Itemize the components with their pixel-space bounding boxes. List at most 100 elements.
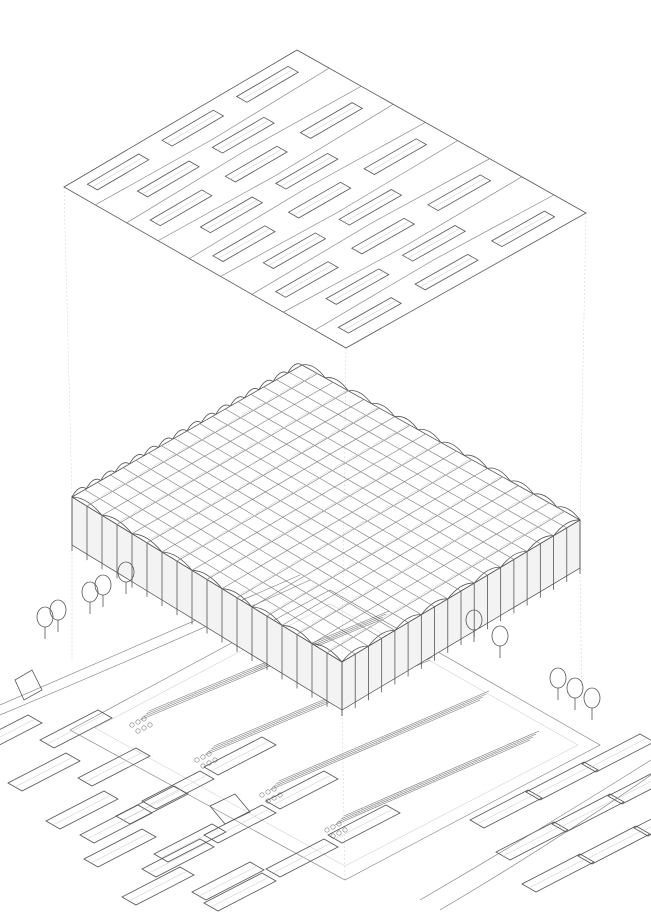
table-icon: [324, 827, 330, 833]
roof-arch: [440, 441, 465, 456]
road-edge: [0, 579, 311, 716]
roof-arch: [421, 598, 448, 615]
internal-vault: [397, 530, 412, 539]
roof-arch: [191, 569, 223, 589]
internal-vault: [176, 553, 190, 562]
internal-vault: [401, 564, 416, 573]
skylight-ridge: [205, 199, 258, 231]
roof-arch: [100, 470, 116, 481]
table-icon: [265, 789, 271, 795]
house-roof: [607, 773, 651, 805]
house-roof-ridge: [148, 842, 208, 874]
stall-divider: [432, 773, 442, 783]
internal-vault: [332, 569, 346, 578]
internal-vault: [340, 422, 354, 431]
internal-vault: [358, 447, 372, 456]
skylight-ridge: [217, 119, 270, 151]
house-roof: [77, 747, 151, 787]
house-roof-ridge: [272, 774, 332, 806]
skylight-ridge: [217, 228, 271, 259]
skylight-ridge: [268, 235, 321, 266]
internal-vault: [304, 373, 318, 382]
skylight-ridge: [407, 228, 461, 259]
internal-vault: [237, 482, 251, 491]
house-roof-ridge: [502, 825, 562, 857]
structure-grid-line: [289, 372, 567, 529]
stall-divider: [227, 736, 237, 746]
roof-arch: [348, 390, 372, 404]
table-icon: [141, 716, 147, 722]
internal-vault: [163, 454, 177, 463]
table-icon: [259, 792, 265, 798]
house-roof: [525, 761, 599, 801]
house-roof: [551, 793, 625, 833]
stall-divider: [294, 707, 305, 718]
internal-vault: [445, 574, 459, 583]
roof-arch: [215, 404, 231, 415]
internal-vault: [428, 548, 442, 557]
internal-vault: [379, 613, 393, 622]
road-edge: [419, 759, 651, 901]
skylight-ridge: [241, 69, 294, 100]
internal-vault: [353, 415, 367, 424]
internal-vault: [471, 558, 486, 567]
internal-vault: [301, 445, 315, 454]
stall-divider: [458, 699, 469, 710]
skylight-ridge: [280, 156, 333, 187]
internal-vault: [258, 541, 273, 550]
internal-vault: [254, 508, 268, 517]
stall-divider: [331, 630, 342, 641]
skylight-ridge: [305, 105, 358, 136]
internal-vault: [315, 543, 329, 552]
stall-divider: [249, 726, 260, 737]
house-roof: [521, 853, 595, 893]
house-roof-ridge: [558, 797, 618, 829]
house-roof: [141, 770, 215, 810]
internal-vault: [302, 551, 316, 560]
stall-divider: [451, 764, 462, 775]
roof-arch: [287, 363, 303, 374]
internal-vault: [267, 500, 281, 509]
roof-skylight: [287, 181, 352, 219]
stall-divider: [412, 781, 423, 792]
roof-skylight: [427, 174, 492, 212]
stall-divider: [332, 753, 343, 764]
internal-vault: [414, 449, 429, 458]
table-icon: [129, 722, 135, 728]
roof-arch: [325, 377, 349, 392]
stall-divider: [334, 815, 345, 826]
roof-arch: [533, 493, 558, 508]
projection-line: [63, 186, 73, 498]
stall-divider: [290, 771, 301, 782]
skylight-ridge: [166, 112, 219, 144]
roof-arch: [172, 429, 188, 440]
internal-vault: [293, 485, 307, 494]
internal-vault: [275, 460, 289, 469]
internal-vault: [358, 554, 372, 563]
skylight-ridge: [432, 177, 486, 208]
internal-vault: [291, 380, 305, 389]
roof-fold-line: [220, 140, 458, 277]
house-roof: [153, 823, 227, 863]
internal-vault: [189, 439, 203, 448]
house-roof: [115, 785, 189, 825]
stall-divider: [187, 690, 198, 701]
internal-vault: [332, 462, 346, 471]
house-roof: [469, 789, 543, 829]
internal-vault: [241, 515, 255, 524]
internal-vault: [258, 435, 272, 443]
internal-vault: [253, 402, 267, 411]
structure-grid-line: [311, 502, 550, 644]
internal-vault: [99, 491, 113, 499]
internal-vault: [401, 457, 416, 466]
internal-vault: [206, 464, 220, 473]
internal-vault: [232, 556, 247, 565]
internal-vault: [278, 388, 292, 396]
internal-vault: [288, 452, 302, 461]
internal-vault: [296, 412, 310, 421]
internal-vault: [507, 501, 521, 510]
house-roof-ridge: [614, 781, 651, 801]
ground-plan-layer: [0, 574, 651, 912]
skylight-ridge: [142, 163, 195, 195]
